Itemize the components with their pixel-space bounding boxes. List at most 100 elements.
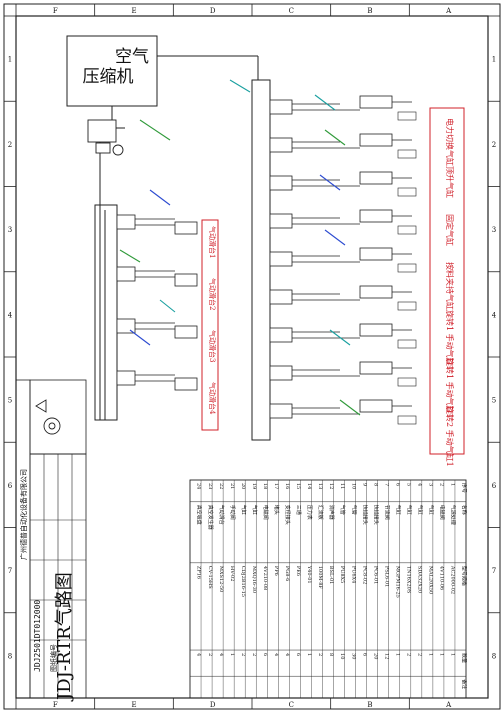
left-manifold bbox=[94, 204, 175, 421]
bom-cell: CDJ2B16-15 bbox=[240, 566, 246, 597]
right-valve bbox=[269, 251, 293, 267]
slide-cylinder bbox=[174, 273, 198, 287]
bom-cell: PU8X5 bbox=[339, 566, 345, 583]
zone-label-left-2: 2 bbox=[8, 141, 12, 149]
bom-cell: 1 bbox=[450, 653, 456, 656]
left-valve bbox=[116, 318, 136, 334]
title-block bbox=[15, 379, 87, 699]
bom-cell: 16 bbox=[284, 483, 290, 489]
bom-cell: 2 bbox=[417, 653, 423, 656]
bom-cell: 2 bbox=[240, 653, 246, 656]
accent-pipe bbox=[339, 399, 361, 416]
cylinder-right bbox=[359, 285, 393, 299]
bom-cell: 真空吸盘 bbox=[196, 505, 203, 525]
bom-cell: 快插接头 bbox=[361, 505, 368, 525]
red-label-right: 固定气缸 bbox=[445, 214, 455, 246]
red-label-left: 气动滑台4 bbox=[208, 382, 217, 415]
bom-cell: AC2000-02 bbox=[450, 565, 456, 594]
bom-cell: 20 bbox=[372, 653, 378, 659]
bom-cell: 气缸 bbox=[251, 505, 258, 515]
red-label-right: 顶升气缸 bbox=[445, 166, 455, 198]
zone-label-top-D: D bbox=[210, 7, 216, 15]
bom-cell: 6 bbox=[262, 653, 268, 656]
bom-cell: 2 bbox=[439, 483, 445, 486]
bom-cell: 23 bbox=[207, 483, 213, 489]
bom-cell: MGPM16-25 bbox=[394, 566, 400, 598]
bom-cell: 8 bbox=[328, 653, 334, 656]
bom-frame bbox=[189, 479, 467, 699]
cylinder-detail bbox=[397, 187, 417, 197]
accent-pipe bbox=[139, 119, 171, 141]
zone-label-left-5: 5 bbox=[8, 397, 12, 405]
bom-cell: 气管 bbox=[339, 505, 346, 515]
bom-cell: 气缸 bbox=[394, 505, 401, 515]
bom-cell: 3 bbox=[428, 483, 434, 486]
bom-cell: 电磁阀 bbox=[439, 505, 446, 520]
bom-cell: 20 bbox=[240, 483, 246, 489]
right-valve bbox=[269, 175, 293, 191]
bom-cell: 30 bbox=[350, 653, 356, 659]
right-valve bbox=[269, 137, 293, 153]
pipes bbox=[119, 79, 361, 416]
bom-cell: 6 bbox=[394, 483, 400, 486]
red-label-right: 旋转1 手动气缸1 bbox=[445, 310, 455, 371]
bom-cell: 气缸 bbox=[417, 505, 424, 515]
bom-cell: 1 bbox=[439, 653, 445, 656]
right-valve bbox=[269, 213, 293, 229]
cylinder-detail bbox=[397, 415, 417, 425]
cylinder-right bbox=[359, 133, 393, 147]
bom-cell: 型号规格 bbox=[461, 566, 468, 586]
slide-cylinder bbox=[174, 325, 198, 339]
bom-cell: PG8-6 bbox=[284, 566, 290, 581]
bom-cell: 7 bbox=[383, 483, 389, 486]
left-valve bbox=[116, 266, 136, 282]
bom-cell: 气源处理 bbox=[450, 505, 457, 525]
bom-cell: 序号 bbox=[461, 483, 468, 493]
bom-cell: PC8-02 bbox=[361, 566, 367, 584]
left-valve bbox=[116, 370, 136, 386]
cylinder-detail bbox=[397, 339, 417, 349]
frl-unit bbox=[87, 119, 124, 156]
bom-cell: 2 bbox=[405, 653, 411, 656]
zone-label-bottom-B: B bbox=[367, 701, 372, 709]
zone-label-top-F: F bbox=[53, 7, 58, 15]
bom-cell: TN16X20S bbox=[405, 566, 411, 594]
bom-cell: 名称 bbox=[461, 505, 468, 515]
cylinder-right bbox=[359, 171, 393, 185]
zone-label-left-1: 1 bbox=[8, 56, 12, 64]
zone-label-right-2: 2 bbox=[492, 141, 496, 149]
bom-cell: 1 bbox=[450, 483, 456, 486]
zone-label-top-C: C bbox=[289, 7, 294, 15]
accent-pipe bbox=[149, 189, 171, 206]
accent-pipe bbox=[319, 174, 341, 191]
red-label-left: 气动滑台2 bbox=[208, 278, 217, 310]
zone-label-bottom-F: F bbox=[53, 701, 58, 709]
bom-cell: 4 bbox=[218, 653, 224, 656]
right-valve bbox=[269, 403, 293, 419]
bom-cell: 4V210-08 bbox=[262, 566, 268, 590]
bom-cell: 手动阀 bbox=[229, 505, 236, 520]
cylinder-right bbox=[359, 323, 393, 337]
bom-cell: PU6X4 bbox=[350, 566, 356, 583]
bom-cell: 三通 bbox=[295, 505, 302, 515]
zone-label-right-6: 6 bbox=[492, 482, 497, 490]
compressor-box bbox=[66, 35, 158, 107]
right-valve bbox=[269, 327, 293, 343]
bom-cell: 24 bbox=[196, 483, 202, 489]
zone-label-top-B: B bbox=[367, 7, 372, 15]
zone-label-bottom-C: C bbox=[289, 701, 294, 709]
bom-cell: 气缸 bbox=[405, 505, 412, 515]
bom-cell: 气缸 bbox=[428, 505, 435, 515]
bom-cell: 4 bbox=[417, 483, 423, 486]
red-label-left: 气动滑台1 bbox=[208, 226, 217, 258]
left-label-box bbox=[201, 219, 219, 431]
accent-pipe bbox=[324, 229, 346, 246]
bom-cell: 数量 bbox=[461, 653, 468, 663]
red-label-right: 电力切换气缸 bbox=[445, 118, 455, 166]
red-label-left: 气动滑台3 bbox=[208, 330, 217, 362]
bom-cell: 4 bbox=[284, 653, 290, 656]
bom-cell: 11 bbox=[339, 483, 345, 489]
right-manifold-body bbox=[251, 79, 271, 441]
